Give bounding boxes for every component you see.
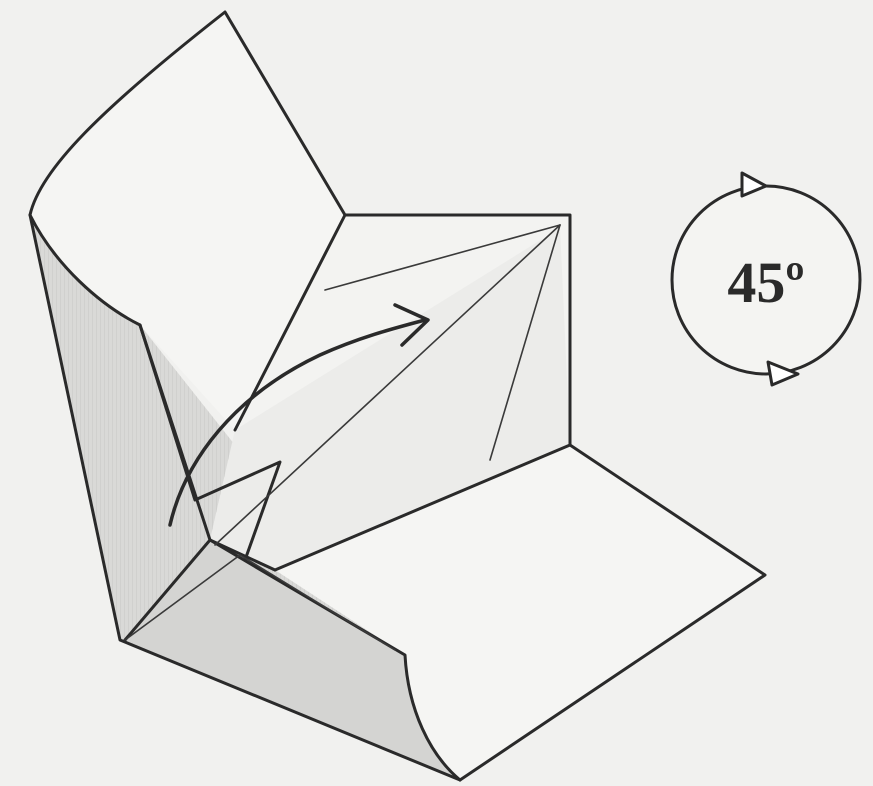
rotation-angle-label: 45º — [727, 250, 804, 315]
rotate-circle-icon: 45º — [672, 173, 860, 385]
